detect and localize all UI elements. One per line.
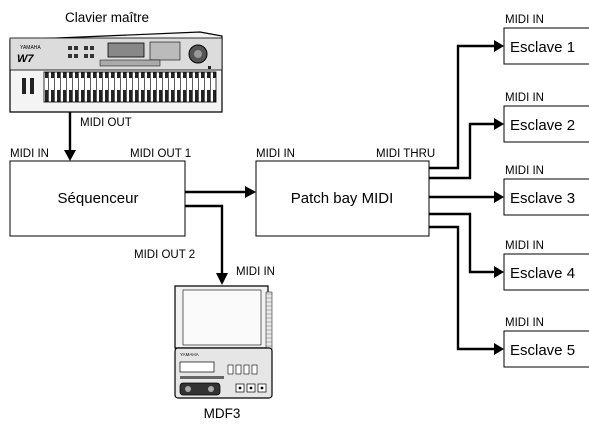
keyboard-illustration: YAMAHA W7 [10,32,222,112]
sequencer-label: Séquenceur [58,190,139,207]
slave-2-midi-in-label: MIDI IN [505,92,544,104]
sequencer-to-mdf3-line [185,206,222,274]
patchbay-midi-in-label: MIDI IN [256,148,295,160]
patchbay-label: Patch bay MIDI [291,190,394,207]
mod-wheel [30,78,34,94]
slave-1-midi-in-label: MIDI IN [505,14,544,26]
sequencer-midi-out2-label: MIDI OUT 2 [134,249,195,261]
slave-2: MIDI IN Esclave 2 [494,92,589,142]
sequencer-midi-out1-label: MIDI OUT 1 [130,148,191,160]
slave-1-label: Esclave 1 [510,39,575,56]
slave-3-midi-in-label: MIDI IN [505,165,544,177]
slave-3: MIDI IN Esclave 3 [494,165,589,215]
keyboard-brand: YAMAHA [20,45,41,51]
slave-4-midi-in-label: MIDI IN [505,240,544,252]
patchbay-to-slave-4-line [429,214,494,272]
sequencer-to-patchbay-arrowhead [245,186,256,198]
patchbay-midi-thru-label: MIDI THRU [376,148,435,160]
slave-5: MIDI IN Esclave 5 [494,317,589,367]
sequencer-midi-in-label: MIDI IN [10,148,49,160]
patchbay-to-slave-5-line [429,227,494,349]
keyboard-caption: Clavier maître [65,10,149,25]
slave-5-arrowhead [494,343,504,355]
patchbay-to-slave-1-line [429,46,494,168]
slave-2-arrowhead [494,118,504,130]
slave-5-label: Esclave 5 [510,342,575,359]
slave-1: MIDI IN Esclave 1 [494,14,589,64]
slave-3-arrowhead [494,191,504,203]
keyboard-button-panel [150,42,180,60]
patchbay-thru-wires [429,46,494,349]
mdf3-display [180,362,214,372]
slave-2-label: Esclave 2 [510,117,575,134]
slave-5-midi-in-label: MIDI IN [505,317,544,329]
sequencer-to-mdf3-arrowhead [216,273,228,285]
mdf3-midi-in-label: MIDI IN [236,266,275,278]
slave-3-label: Esclave 3 [510,190,575,207]
slave-1-arrowhead [494,40,504,52]
slave-4: MIDI IN Esclave 4 [494,240,589,290]
pitch-wheel [22,78,26,94]
mdf3-brand: YAMAHA [180,352,199,357]
keyboard-model: W7 [17,53,34,65]
patchbay-to-slave-2-line [429,124,494,178]
keyboard-to-sequencer-arrowhead [64,150,76,161]
keyboard-keys [44,72,216,102]
mdf3-illustration: YAMAHA [175,286,272,398]
slave-4-arrowhead [494,266,504,278]
keyboard-midi-out-label: MIDI OUT [80,117,132,129]
mdf3-caption: MDF3 [204,406,241,421]
slave-4-label: Esclave 4 [510,265,575,282]
keyboard-display [108,43,144,57]
